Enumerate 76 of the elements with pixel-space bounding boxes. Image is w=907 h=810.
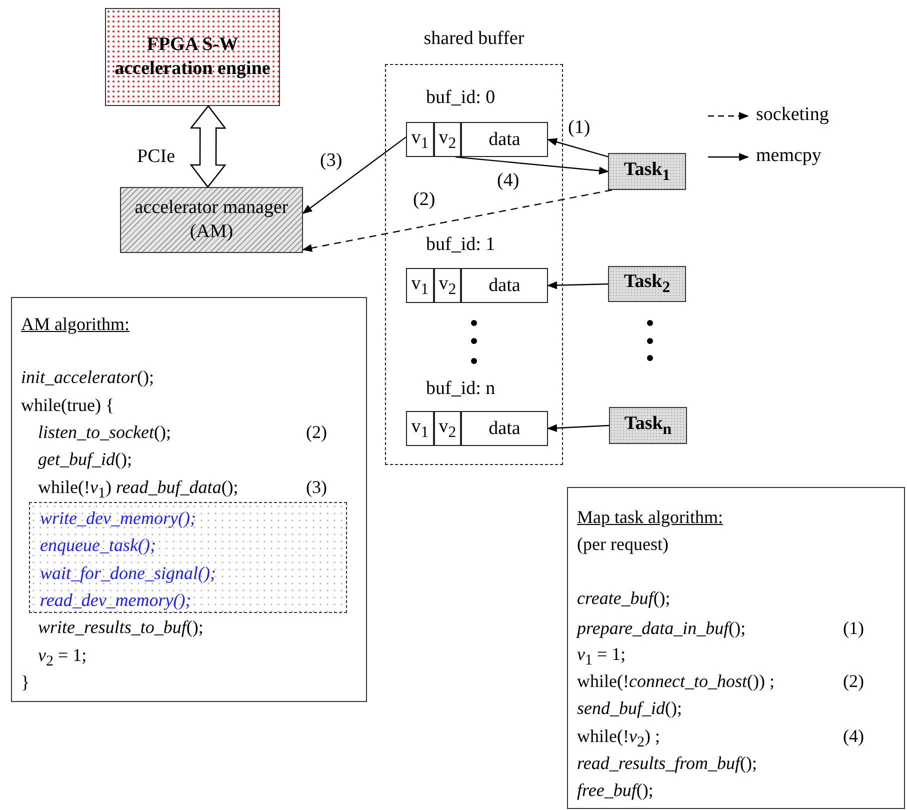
field-label: v$_{1}$ (411, 272, 429, 298)
code-line: wait_for_done_signal(); (40, 562, 216, 584)
box-label: FPGA S-W acceleration engine (114, 33, 272, 81)
code-line: v$_{1}$ = 1; (577, 643, 626, 671)
code-line: init_accelerator(); (21, 366, 154, 388)
step-number: (3) (306, 476, 327, 498)
box-label: Task$_{2}$ (624, 271, 670, 297)
box-label: accelerator manager (AM) (134, 196, 290, 244)
highlighted-code-box (29, 502, 347, 613)
buffer-id-label: buf_id: n (426, 378, 496, 400)
field-label: v$_{2}$ (438, 272, 456, 298)
step-number: (2) (306, 421, 327, 443)
code-line: enqueue_task(); (40, 534, 156, 556)
code-line: while(!v$_{1}$) read_buf_data(); (38, 476, 238, 504)
code-line: while(!v$_{2}$) ; (577, 725, 660, 753)
task-box (608, 153, 686, 190)
arrow (547, 281, 608, 290)
group-heading: shared buffer (422, 28, 526, 50)
code-line: get_buf_id(); (38, 448, 132, 470)
code-line: free_buf(); (577, 779, 654, 801)
task-box (609, 407, 687, 444)
step-number: (4) (843, 725, 864, 747)
dashed-arrow (302, 189, 612, 252)
code-line: write_dev_memory(); (40, 507, 196, 529)
field-label: data (488, 128, 520, 150)
code-line: prepare_data_in_buf(); (577, 617, 746, 639)
field-label: v$_{2}$ (438, 126, 456, 152)
buffer-field (461, 268, 548, 303)
buffer-group-box (385, 28, 563, 465)
buffer-field (461, 122, 548, 157)
code-line: while(true) { (21, 394, 114, 416)
buffer-field (406, 122, 434, 157)
field-label: data (488, 418, 520, 440)
code-line: write_results_to_buf(); (38, 616, 204, 638)
arrow (547, 138, 608, 158)
arrow (456, 156, 609, 175)
buffer-field (434, 122, 461, 157)
arrow (302, 136, 406, 214)
code-line: create_buf(); (577, 587, 670, 609)
algorithm-box (567, 487, 905, 809)
code-line: v$_{2}$ = 1; (38, 644, 87, 672)
buffer-field (406, 268, 434, 303)
box-label: Task$_{1}$ (624, 158, 670, 184)
field-label: data (488, 274, 520, 296)
task-box (608, 266, 686, 302)
step-number: (1) (843, 617, 864, 639)
field-label: v$_{1}$ (411, 126, 429, 152)
code-line: while(!connect_to_host()) ; (577, 670, 774, 692)
field-label: v$_{2}$ (438, 416, 456, 442)
edge-label: (4) (497, 170, 520, 192)
algorithm-heading: Map task algorithm: (577, 506, 723, 528)
box-label: Task$_{n}$ (624, 412, 672, 438)
code-line: read_results_from_buf(); (577, 752, 758, 774)
buffer-field (434, 268, 461, 303)
field-label: v$_{1}$ (411, 416, 429, 442)
manager-box (120, 187, 303, 253)
step-number: (2) (843, 670, 864, 692)
bus-arrow (190, 104, 226, 188)
engine-box (105, 8, 280, 106)
algorithm-heading: AM algorithm: (21, 313, 130, 335)
code-line: } (21, 671, 30, 693)
edge-label: (2) (413, 189, 436, 211)
code-line: listen_to_socket(); (38, 421, 171, 443)
edge-label: (3) (320, 150, 342, 172)
buffer-id-label: buf_id: 0 (426, 87, 496, 109)
buffer-id-label: buf_id: 1 (426, 234, 496, 256)
algorithm-box (11, 297, 367, 702)
edge-label: (1) (568, 117, 590, 139)
arrow (547, 424, 610, 432)
buffer-field (406, 411, 434, 446)
code-line: send_buf_id(); (577, 697, 682, 719)
code-line: (per request) (577, 533, 668, 555)
code-line: read_dev_memory(); (40, 589, 192, 611)
buffer-field (434, 411, 461, 446)
buffer-field (461, 411, 548, 446)
legend-label: socketing (756, 104, 829, 126)
